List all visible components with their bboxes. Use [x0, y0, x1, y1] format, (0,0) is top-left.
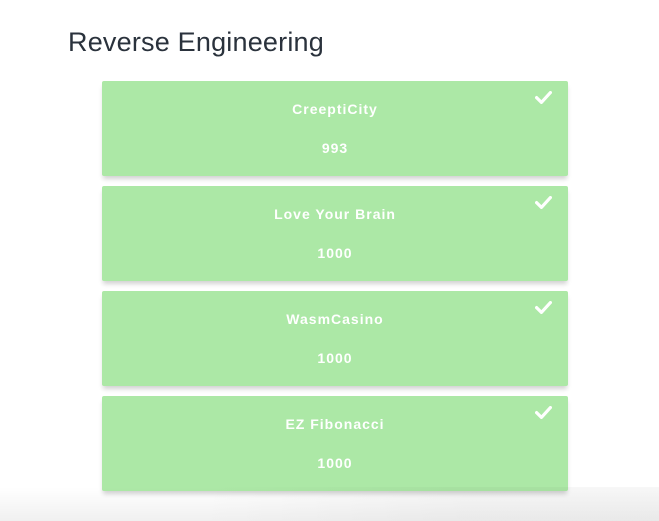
challenge-card[interactable]: WasmCasino 1000 [102, 291, 568, 386]
category-heading: Reverse Engineering [68, 27, 324, 57]
challenge-points: 1000 [317, 455, 353, 471]
challenge-card[interactable]: CreeptiCity 993 [102, 81, 568, 176]
check-icon [535, 301, 552, 314]
check-icon [535, 196, 552, 209]
check-icon [535, 91, 552, 104]
check-icon [535, 406, 552, 419]
bottom-fade [0, 487, 659, 521]
challenge-points: 993 [321, 140, 349, 156]
challenge-card[interactable]: Love Your Brain 1000 [102, 186, 568, 281]
challenge-name: WasmCasino [286, 311, 384, 327]
challenge-points: 1000 [317, 245, 353, 261]
challenge-name: Love Your Brain [274, 206, 396, 222]
challenge-points: 1000 [317, 350, 353, 366]
challenge-card[interactable]: EZ Fibonacci 1000 [102, 396, 568, 491]
challenge-name: EZ Fibonacci [285, 416, 385, 432]
challenge-board: CreeptiCity 993 Love Your Brain 1000 Was… [102, 81, 568, 491]
challenge-name: CreeptiCity [292, 101, 378, 117]
